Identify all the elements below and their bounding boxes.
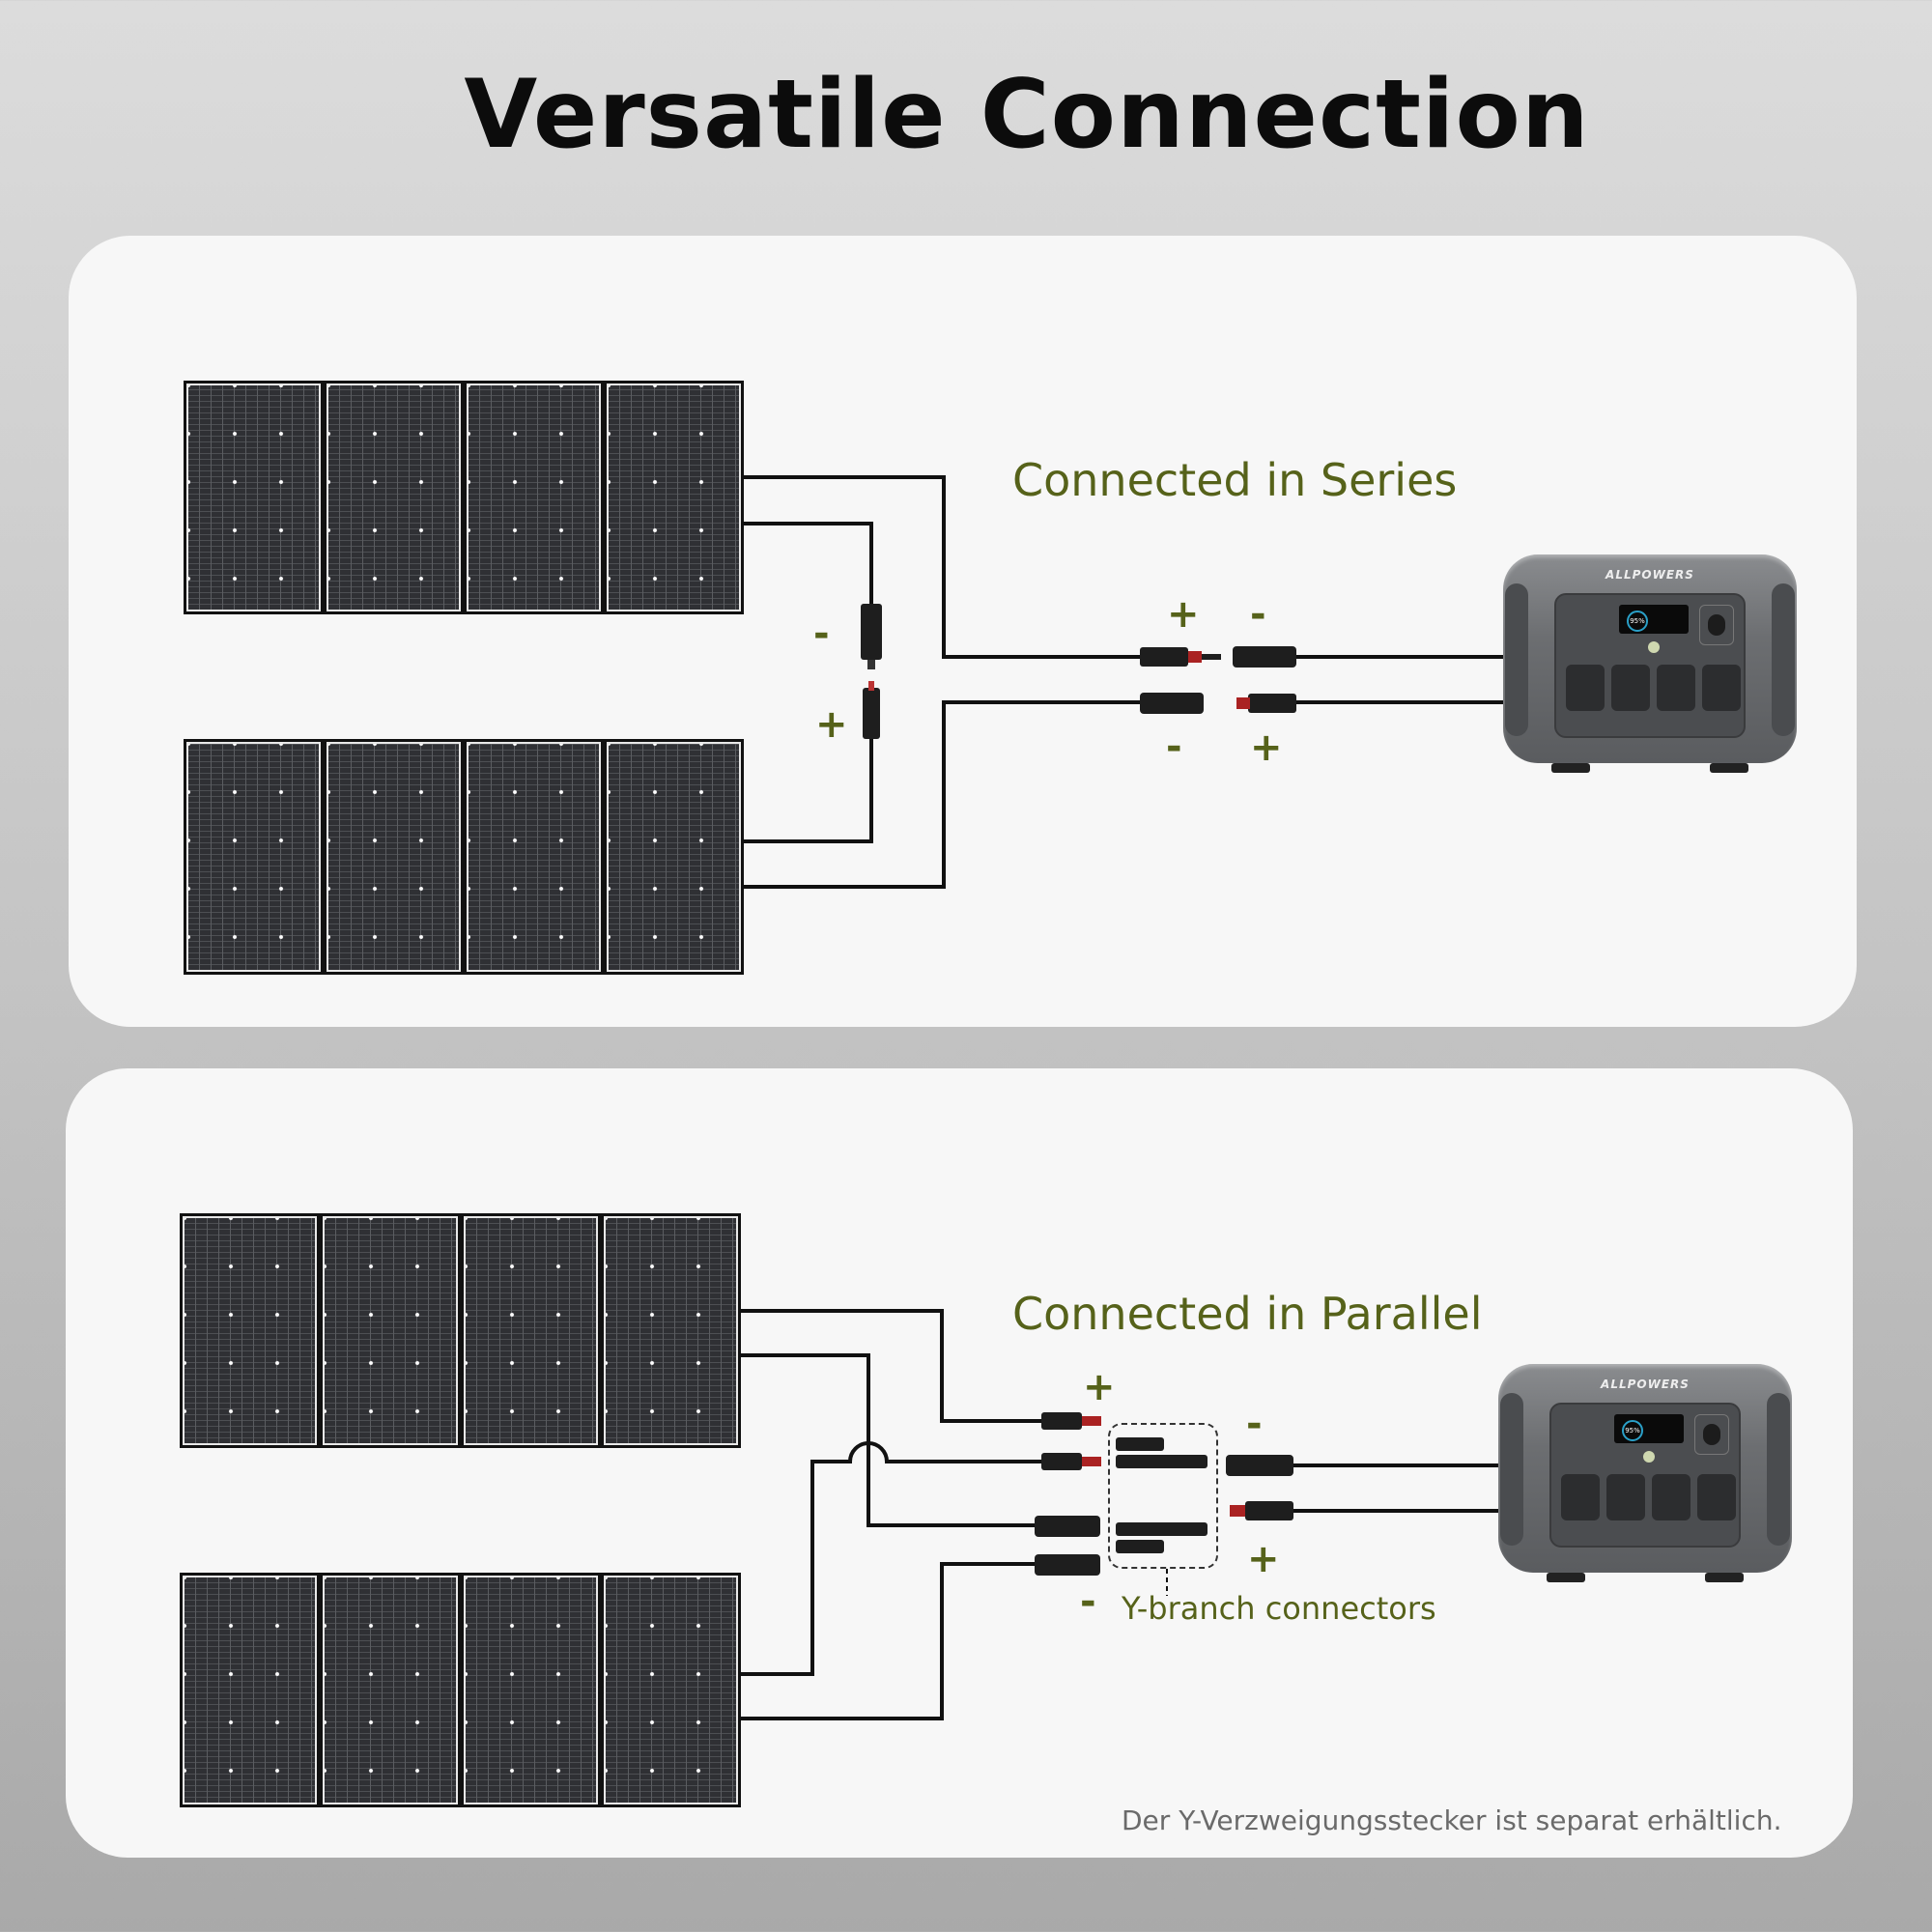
battery-display: 95% [1627, 611, 1648, 632]
solar-panel-segment [607, 742, 741, 972]
sign-top-neg: - [1250, 592, 1266, 637]
mc4-connector-parallel-3 [1035, 1516, 1100, 1537]
solar-panel-parallel-top [180, 1213, 741, 1448]
sign-left-pos: + [1083, 1365, 1116, 1409]
ac-outlet [1611, 665, 1650, 711]
ac-outlet [1702, 665, 1741, 711]
car-outlet [1699, 605, 1734, 645]
mc4-connector-series-top-left [1140, 647, 1221, 667]
parallel-wire-1 [741, 1309, 1041, 1423]
ac-outlet [1606, 1474, 1645, 1520]
series-wire-4 [744, 700, 1140, 889]
mc4-connector-parallel-2 [1041, 1453, 1101, 1470]
ybranch-label: Y-branch connectors [1122, 1590, 1436, 1627]
solar-panel-series-bottom [184, 739, 744, 975]
solar-panel-segment [607, 384, 741, 611]
ybranch-connectors-box [1108, 1423, 1218, 1569]
parallel-heading: Connected in Parallel [1012, 1288, 1483, 1340]
solar-panel-segment [467, 384, 601, 611]
mc4-connector-parallel-out-pos [1230, 1501, 1293, 1520]
footnote: Der Y-Verzweigungsstecker ist separat er… [1122, 1804, 1782, 1836]
mc4-connector-parallel-4 [1035, 1554, 1100, 1576]
mc4-connector-series-top-right [1233, 646, 1296, 668]
solar-panel-series-top [184, 381, 744, 614]
sign-top-pos: + [1167, 592, 1200, 637]
sign-bottom-neg: - [1166, 724, 1182, 769]
solar-panel-segment [603, 1216, 738, 1445]
display-screen: 95% [1619, 605, 1689, 634]
sign-panel-pos: + [815, 702, 848, 747]
ybranch-connector-2 [1116, 1522, 1208, 1553]
solar-panel-segment [327, 384, 461, 611]
mc4-connector-series-bottom-left [1140, 693, 1204, 714]
solar-panel-segment [323, 1576, 458, 1804]
mc4-connector-parallel-1 [1041, 1412, 1101, 1430]
mc4-connector-vertical-pos [863, 681, 880, 739]
ac-outlet [1561, 1474, 1600, 1520]
sign-left-neg: - [1080, 1579, 1096, 1624]
page-title: Versatile Connection [464, 60, 1590, 170]
solar-panel-segment [463, 1216, 598, 1445]
parallel-wire-4 [741, 1562, 1035, 1720]
parallel-wire-2 [741, 1353, 1035, 1527]
solar-panel-segment [183, 1576, 318, 1804]
display-screen: 95% [1614, 1414, 1684, 1443]
ac-outlet [1657, 665, 1695, 711]
solar-panel-segment [183, 1216, 318, 1445]
solar-panel-segment [327, 742, 461, 972]
power-button[interactable] [1643, 1451, 1655, 1463]
ac-outlet [1652, 1474, 1690, 1520]
battery-display: 95% [1622, 1420, 1643, 1441]
series-heading: Connected in Series [1012, 454, 1458, 506]
solar-panel-segment [603, 1576, 738, 1804]
solar-panel-segment [323, 1216, 458, 1445]
sign-right-neg: - [1246, 1402, 1263, 1446]
car-outlet [1694, 1414, 1729, 1455]
sign-right-pos: + [1247, 1537, 1280, 1581]
series-wire-1 [744, 475, 1140, 659]
sign-bottom-pos: + [1250, 725, 1283, 770]
power-station-parallel: ALLPOWERS 95% [1498, 1364, 1792, 1584]
solar-panel-segment [186, 742, 321, 972]
solar-panel-parallel-bottom [180, 1573, 741, 1807]
sign-panel-neg: - [813, 611, 830, 656]
mc4-connector-parallel-out-neg [1226, 1455, 1293, 1476]
solar-panel-segment [463, 1576, 598, 1804]
ac-outlet [1566, 665, 1605, 711]
brand-logo: ALLPOWERS [1605, 568, 1694, 582]
ac-outlet [1697, 1474, 1736, 1520]
mc4-connector-series-bottom-right [1236, 694, 1296, 713]
power-station-series: ALLPOWERS 95% [1503, 554, 1797, 775]
ybranch-connector-1 [1116, 1437, 1208, 1468]
brand-logo: ALLPOWERS [1601, 1378, 1690, 1391]
series-wire-2 [744, 522, 873, 604]
solar-panel-segment [186, 384, 321, 611]
series-wire-3 [744, 739, 873, 843]
mc4-connector-vertical-neg [861, 604, 882, 669]
power-button[interactable] [1648, 641, 1660, 653]
solar-panel-segment [467, 742, 601, 972]
parallel-wire-3 [741, 1441, 1041, 1676]
